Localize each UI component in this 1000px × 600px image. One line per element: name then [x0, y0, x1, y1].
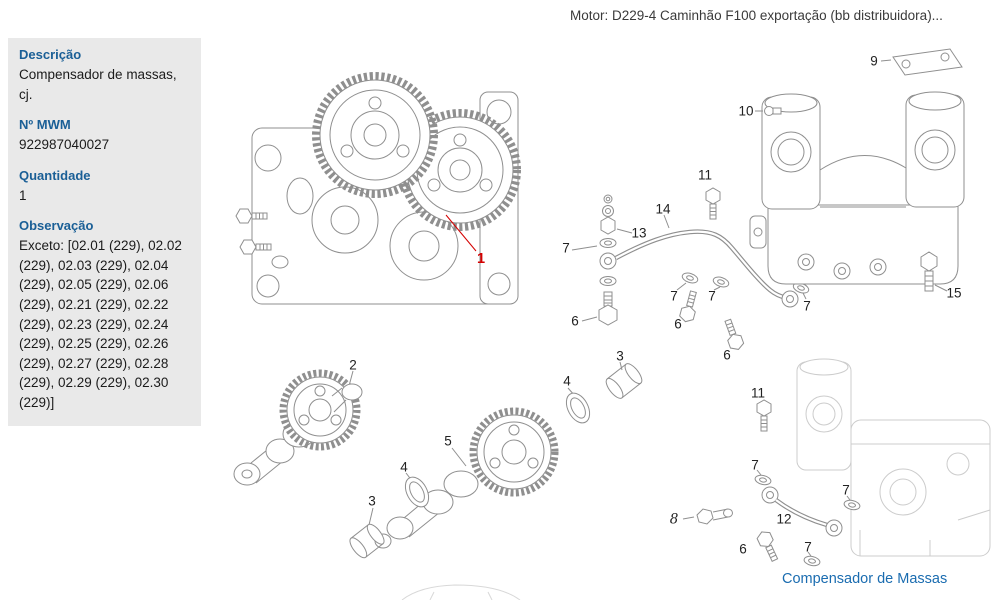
part-callout-1: 1 [476, 250, 486, 267]
part-callout-4: 4 [563, 373, 571, 389]
part-callout-6: 6 [739, 541, 747, 557]
part-callout-7: 7 [562, 240, 570, 256]
ghost-housing-illustration [796, 358, 991, 557]
bushing-3a-illustration [349, 507, 385, 559]
field-value: Exceto: [02.01 (229), 02.02 (229), 02.03… [19, 238, 182, 410]
part-callout-7: 7 [804, 539, 812, 555]
part-callout-13: 13 [631, 225, 647, 241]
part-callout-6: 6 [723, 347, 731, 363]
pin-illustration [755, 106, 782, 116]
part-callout-5: 5 [444, 433, 452, 449]
part-callout-11: 11 [750, 385, 766, 401]
part-callout-12: 12 [776, 511, 792, 527]
part-callout-3: 3 [616, 348, 624, 364]
cover-plate-illustration [880, 48, 963, 76]
field-observacao: Observação Exceto: [02.01 (229), 02.02 (… [19, 218, 190, 412]
field-label: Quantidade [19, 167, 91, 183]
part-callout-8: 8 [669, 511, 679, 528]
partial-next-figure [401, 584, 521, 600]
diagram-caption-link[interactable]: Compensador de Massas [782, 571, 948, 587]
part-callout-2: 2 [349, 357, 357, 373]
part-callout-7: 7 [670, 288, 678, 304]
lower-pipe-assembly-illustration [682, 399, 862, 568]
part-callout-15: 15 [946, 285, 962, 301]
part-callout-7: 7 [803, 298, 811, 314]
part-callout-7: 7 [842, 482, 850, 498]
seal-ring-4b-illustration [565, 387, 591, 424]
seal-ring-4a-illustration [404, 472, 430, 508]
field-label: Nº MWM [19, 117, 71, 133]
part-callout-10: 10 [738, 103, 754, 119]
part-callout-6: 6 [674, 316, 682, 332]
field-value: Compensador de massas, cj. [19, 67, 177, 102]
balance-shaft-5-illustration [374, 407, 559, 549]
motor-title: Motor: D229-4 Caminhão F100 exportação (… [570, 8, 943, 23]
field-numero-mwm: Nº MWM 922987040027 [19, 117, 190, 155]
balancer-assembly-illustration [235, 72, 521, 305]
field-descricao: Descrição Compensador de massas, cj. [19, 47, 190, 104]
field-quantidade: Quantidade 1 [19, 168, 190, 206]
field-value: 922987040027 [19, 137, 110, 153]
bushing-3b-illustration [605, 361, 643, 399]
field-label: Descrição [19, 47, 82, 62]
part-info-panel: Descrição Compensador de massas, cj. Nº … [8, 38, 201, 427]
bolt-15-illustration [920, 251, 948, 292]
part-callout-7: 7 [708, 288, 716, 304]
part-callout-6: 6 [571, 313, 579, 329]
oil-pipe-assembly-illustration [571, 187, 811, 353]
bearing-housing-illustration [749, 91, 965, 285]
part-callout-9: 9 [870, 53, 878, 69]
part-callout-7: 7 [751, 457, 759, 473]
part-callout-3: 3 [368, 493, 376, 509]
field-value: 1 [19, 187, 27, 203]
field-label: Observação [19, 218, 94, 234]
part-callout-4: 4 [400, 459, 408, 475]
part-callout-11: 11 [697, 167, 713, 183]
part-callout-14: 14 [655, 201, 671, 217]
balance-shaft-2-illustration [233, 369, 363, 486]
